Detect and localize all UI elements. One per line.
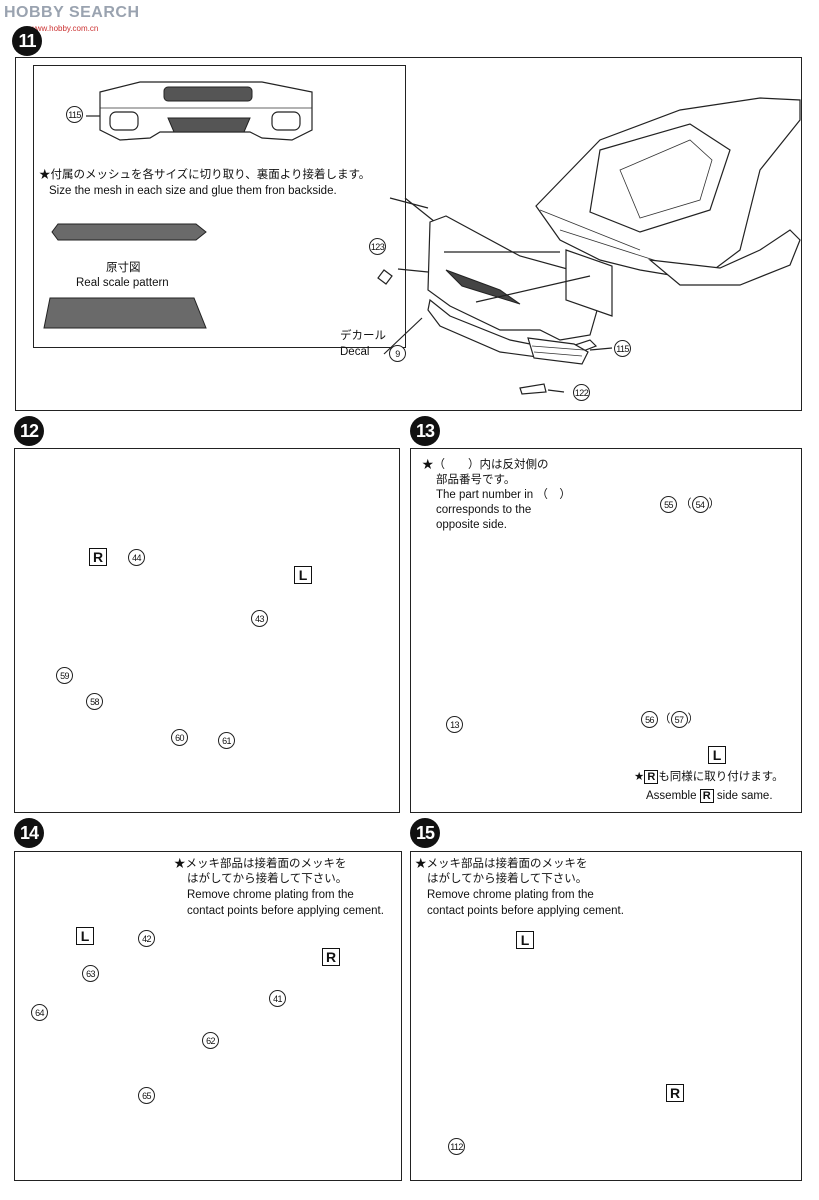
part-65-callout: 65: [138, 1087, 155, 1104]
step-12-number: 12: [14, 416, 44, 446]
step-14-note-ja-2: はがしてから接着して下さい。: [187, 873, 348, 885]
part-58-callout: 58: [86, 693, 103, 710]
part-43-callout: 43: [251, 610, 268, 627]
step-13-assemble-en-post: side same.: [716, 790, 773, 802]
step-13-note-en-1: The part number in （ ）: [436, 489, 571, 501]
step-11-note-ja: ★付属のメッシュを各サイズに切り取り、裏面より接着します。: [39, 169, 371, 181]
step-13-number: 13: [410, 416, 440, 446]
pattern-label-ja: 原寸図: [106, 262, 141, 274]
step-14-right-label: R: [322, 948, 340, 966]
step-13-note-ja-1: ★（ ）内は反対側の: [422, 459, 549, 471]
part-115-callout: 115: [66, 106, 83, 123]
step-13-r-label-en: R: [699, 788, 714, 803]
part-61-callout: 61: [218, 732, 235, 749]
watermark-brand: HOBBY SEARCH: [4, 4, 140, 21]
step-11-note-en: Size the mesh in each size and glue them…: [49, 185, 337, 197]
part-112-callout: 112: [448, 1138, 465, 1155]
right-side-label: R: [89, 548, 107, 566]
step-13-assemble-en: Assemble R side same.: [646, 788, 773, 804]
decal-label-en: Decal: [340, 346, 370, 358]
step-15-note-ja-1: ★メッキ部品は接着面のメッキを: [415, 858, 588, 870]
step-13-r-label-ja: R: [644, 769, 659, 784]
part-55-callout: 55: [660, 496, 677, 513]
step-12-panel: [14, 448, 400, 813]
decal-9-callout: 9: [389, 345, 406, 362]
bumper-front-illustration: [99, 81, 313, 141]
part-60-callout: 60: [171, 729, 188, 746]
step-14-number: 14: [14, 818, 44, 848]
step-11-number: 11: [12, 26, 42, 56]
part-57-callout: 57: [670, 711, 688, 728]
step-13-panel: [410, 448, 802, 813]
car-front-illustration: [377, 97, 801, 395]
part-42-callout: 42: [138, 930, 155, 947]
step-14-note-ja-1: ★メッキ部品は接着面のメッキを: [174, 858, 347, 870]
decal-label-ja: デカール: [340, 330, 386, 342]
step-15-note-ja-2: はがしてから接着して下さい。: [427, 873, 588, 885]
part-64-callout: 64: [31, 1004, 48, 1021]
part-123-callout: 123: [369, 238, 386, 255]
step-15-note-en-1: Remove chrome plating from the: [427, 889, 594, 901]
part-54-callout: 54: [691, 496, 709, 513]
part-54-label: （54）: [680, 496, 720, 513]
step-13-note-en-2: corresponds to the: [436, 504, 532, 516]
step-15-note-en-2: contact points before applying cement.: [427, 905, 624, 917]
part-57-label: （57）: [659, 711, 699, 728]
step-13-assemble-ja-post: も同様に取り付けます。: [658, 771, 784, 783]
part-63-callout: 63: [82, 965, 99, 982]
pattern-label-en: Real scale pattern: [76, 277, 169, 289]
step-14-panel: [14, 851, 402, 1181]
part-115-callout-2: 115: [614, 340, 631, 357]
part-41-callout: 41: [269, 990, 286, 1007]
part-56-callout: 56: [641, 711, 658, 728]
part-13-callout: 13: [446, 716, 463, 733]
step-13-l-label: L: [708, 746, 726, 764]
step-15-left-label: L: [516, 931, 534, 949]
step-13-assemble-ja-pre: ★: [634, 771, 645, 783]
step-14-left-label: L: [76, 927, 94, 945]
part-59-callout: 59: [56, 667, 73, 684]
step-15-number: 15: [410, 818, 440, 848]
left-side-label: L: [294, 566, 312, 584]
part-44-callout: 44: [128, 549, 145, 566]
part-122-callout: 122: [573, 384, 590, 401]
watermark-url: www.hobby.com.cn: [30, 24, 99, 33]
step-15-panel: [410, 851, 802, 1181]
step-14-note-en-1: Remove chrome plating from the: [187, 889, 354, 901]
step-13-assemble-en-pre: Assemble: [646, 790, 697, 802]
step-15-right-label: R: [666, 1084, 684, 1102]
step-13-note-ja-2: 部品番号です。: [436, 474, 516, 486]
part-62-callout: 62: [202, 1032, 219, 1049]
step-13-note-en-3: opposite side.: [436, 519, 507, 531]
step-14-note-en-2: contact points before applying cement.: [187, 905, 384, 917]
